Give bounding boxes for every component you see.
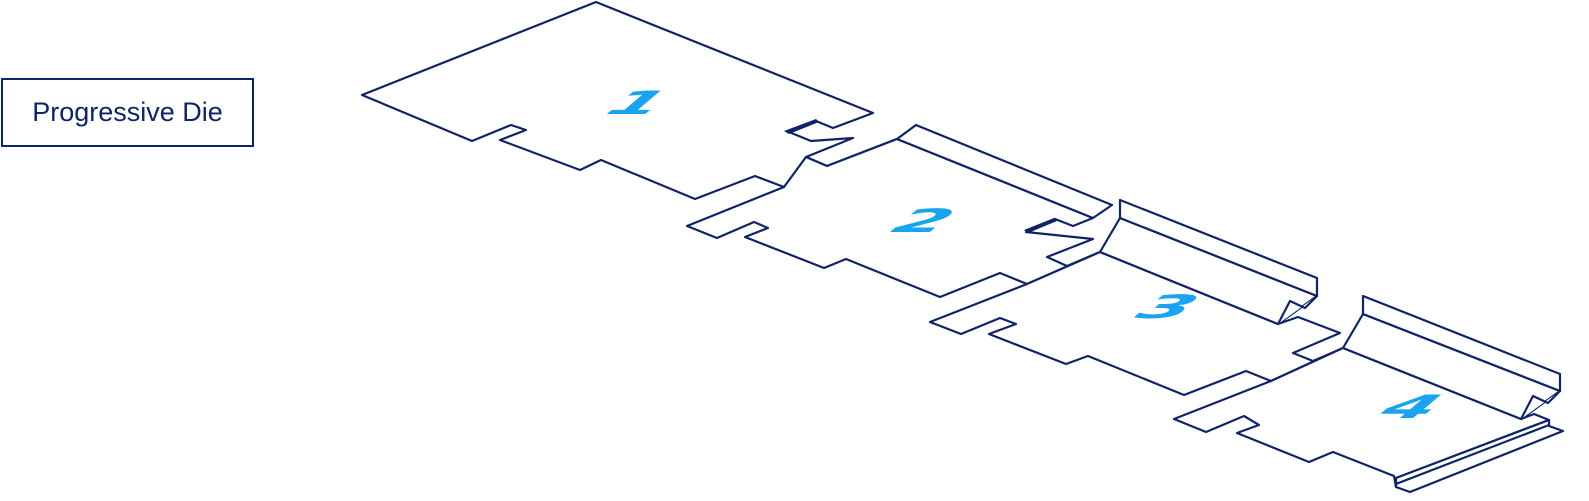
- stage-4-step: [1520, 390, 1561, 420]
- stage-2-part: 2: [685, 123, 1114, 299]
- stage-2-slot: [1024, 218, 1057, 233]
- stage-1-blank: 1: [360, 0, 899, 201]
- stage-3-step: [1277, 295, 1318, 325]
- stage-4-part: 4: [1172, 294, 1565, 494]
- stage-4-hem-line: [1395, 423, 1550, 486]
- stage-1-slot: [784, 119, 819, 134]
- stage-3-part: 3: [928, 198, 1345, 397]
- stage-4-wall-top: [1361, 294, 1562, 393]
- stage-2-flange: [895, 123, 1114, 220]
- diagram-title: Progressive Die: [1, 78, 254, 147]
- stage-4-hem: [1394, 418, 1565, 494]
- stage-3-wall-top: [1118, 198, 1319, 298]
